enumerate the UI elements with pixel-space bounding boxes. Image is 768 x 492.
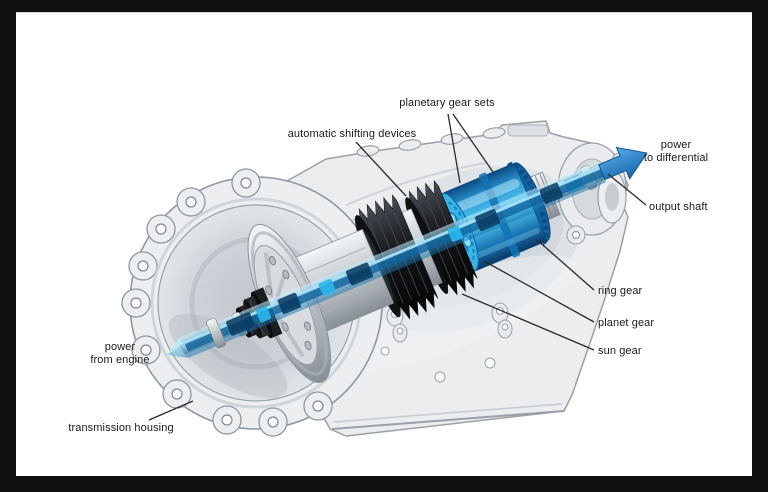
label-ring-gear: ring gear	[598, 285, 643, 297]
label-output-shaft: output shaft	[649, 201, 708, 213]
label-automatic-shifting-devices: automatic shifting devices	[287, 128, 417, 140]
leader-housing	[148, 400, 194, 421]
label-planet-gear: planet gear	[598, 317, 655, 329]
leader-planet-gear	[483, 260, 595, 323]
leader-lines	[148, 113, 647, 421]
diagram-canvas: planetary gear sets automatic shifting d…	[16, 12, 752, 476]
leader-planetary-1	[447, 113, 461, 184]
oil-pan-flange	[331, 410, 565, 430]
leader-shifting	[355, 141, 407, 197]
leader-planetary-2	[452, 113, 494, 173]
oil-pan-flange-highlight	[333, 403, 563, 423]
leader-output-shaft	[607, 173, 647, 206]
leader-sun-gear	[461, 293, 595, 351]
label-planetary-gear-sets: planetary gear sets	[399, 97, 495, 109]
bell-housing-ears	[121, 168, 333, 437]
internals	[166, 146, 648, 383]
label-power-from-engine: power from engine	[90, 341, 150, 366]
label-transmission-housing: transmission housing	[68, 422, 174, 434]
case-top-bracket	[507, 124, 549, 137]
leader-ring-gear	[535, 238, 595, 291]
label-sun-gear: sun gear	[598, 345, 642, 357]
transmission-illustration	[121, 113, 648, 437]
label-power-to-differential: power to differential	[643, 139, 709, 164]
power-arrow-head	[598, 146, 648, 181]
shaft-collar	[206, 317, 226, 349]
case-lower-sheen	[334, 254, 578, 372]
power-flow-beam	[166, 161, 607, 358]
